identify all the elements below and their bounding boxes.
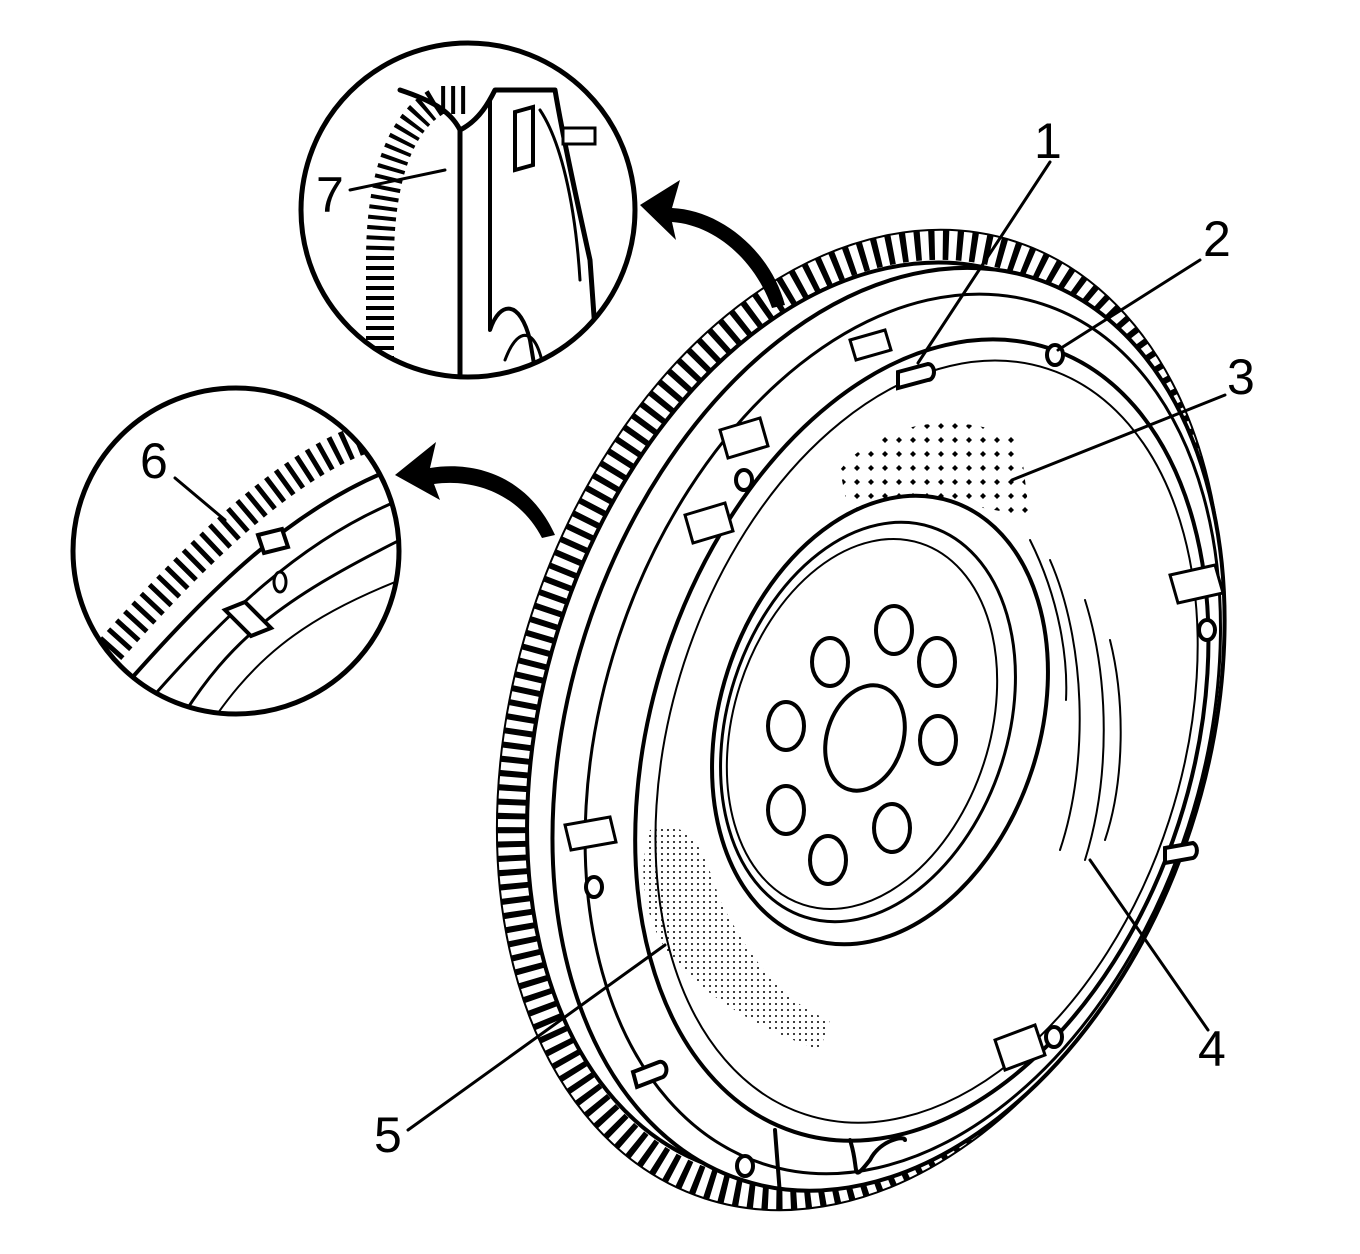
mounting-tabs — [563, 328, 1225, 1072]
leader-1 — [916, 160, 1052, 365]
arrow-to-inset-7 — [640, 180, 785, 308]
callout-5: 5 — [374, 1107, 402, 1163]
callout-3: 3 — [1227, 349, 1255, 405]
leader-7 — [348, 168, 447, 192]
mounting-holes — [584, 343, 1217, 1178]
leader-5 — [406, 943, 667, 1132]
surface-region-3 — [840, 423, 1030, 520]
detail-inset-7 — [298, 40, 638, 380]
leader-lines — [173, 160, 1227, 1132]
dowel-pins — [630, 361, 1199, 1090]
surface-arcs — [1029, 539, 1122, 861]
callout-6: 6 — [140, 433, 168, 489]
arrow-to-inset-6 — [395, 442, 555, 538]
callout-2: 2 — [1203, 211, 1231, 267]
callout-4: 4 — [1198, 1021, 1226, 1077]
leader-6 — [173, 476, 227, 522]
detail-inset-6 — [70, 385, 402, 717]
callout-1: 1 — [1034, 113, 1062, 169]
callout-7: 7 — [316, 167, 344, 223]
center-hole — [823, 683, 907, 793]
flywheel-hub — [710, 493, 1050, 947]
leader-2 — [1056, 258, 1202, 352]
surface-region-5 — [643, 827, 830, 1050]
crankshaft-bolt-holes — [766, 604, 958, 886]
leader-3 — [1010, 393, 1227, 482]
timing-notch — [773, 1128, 907, 1197]
leader-4 — [1088, 858, 1210, 1032]
